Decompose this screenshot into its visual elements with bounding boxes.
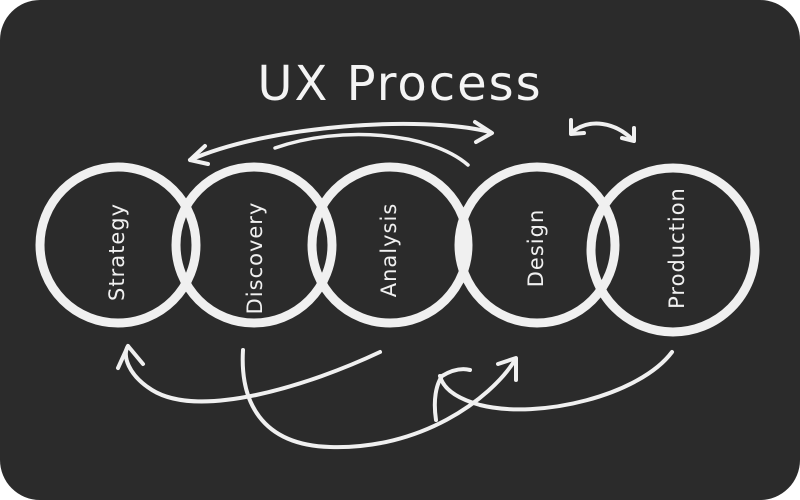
diagram-title: UX Process (257, 56, 542, 112)
stage-circles (35, 162, 760, 337)
stage-label-production: Production (665, 187, 689, 309)
stage-label-design: Design (524, 209, 548, 288)
top-arrow-discovery-design (188, 120, 494, 167)
stage-circle-discovery (171, 162, 337, 328)
stage-circle-analysis (307, 162, 473, 328)
stage-label-analysis: Analysis (377, 203, 401, 298)
stage-circle-strategy (35, 162, 201, 328)
stage-circle-production (586, 163, 760, 337)
bottom-arrow-production-design (432, 350, 674, 422)
stage-label-discovery: Discovery (243, 202, 267, 315)
stage-circle-design (454, 162, 620, 328)
bottom-arrow-discovery-design (240, 348, 518, 450)
stage-label-strategy: Strategy (105, 203, 129, 301)
top-arrow-design-production (569, 118, 636, 143)
bottom-arrow-analysis-strategy (116, 344, 382, 404)
